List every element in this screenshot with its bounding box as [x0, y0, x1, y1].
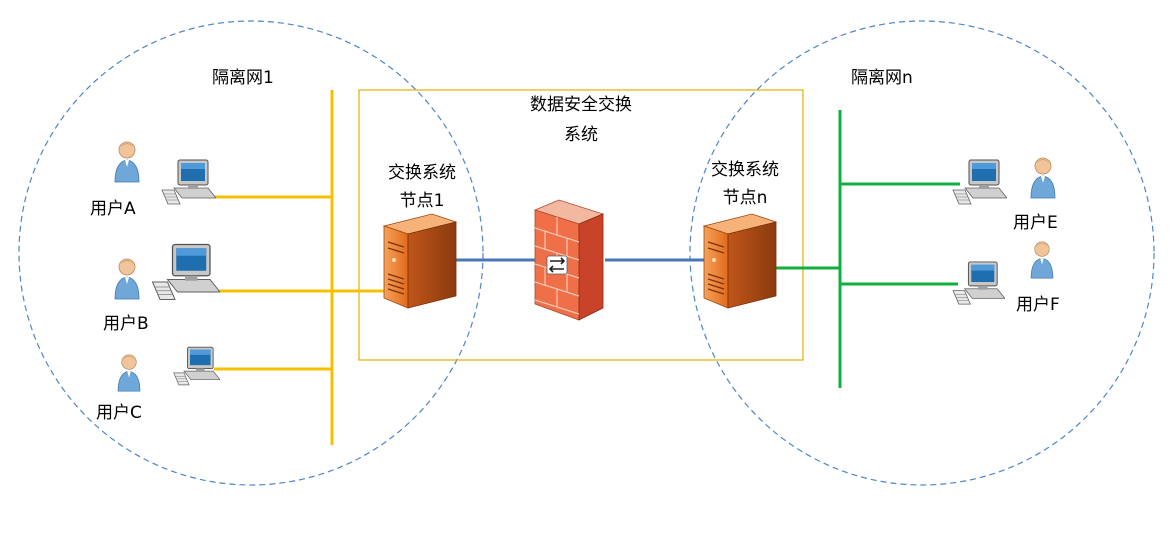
- left-network-title: 隔离网1: [212, 68, 274, 88]
- user-label-f: 用户F: [1016, 295, 1060, 315]
- user-icon: [117, 354, 141, 392]
- user-label-e: 用户E: [1013, 213, 1058, 233]
- noden-label-line2: 节点n: [723, 188, 768, 208]
- user-label-c: 用户C: [96, 403, 142, 423]
- computer-icon: [173, 346, 220, 386]
- right-network-bus: [772, 110, 960, 388]
- node1-label-line2: 节点1: [400, 191, 445, 211]
- exchange-system-box: [358, 89, 804, 361]
- user-icon: [114, 258, 140, 300]
- user-icon: [114, 141, 140, 183]
- noden-label: 交换系统: [711, 160, 779, 180]
- right-network-boundary: [689, 20, 1155, 486]
- user-icon: [1030, 241, 1054, 279]
- left-network-bus: [208, 90, 388, 445]
- firewall-icon: [534, 199, 604, 321]
- computer-icon: [151, 243, 220, 301]
- user-icon: [1030, 157, 1056, 199]
- user-label-a: 用户A: [90, 199, 136, 219]
- server-icon: [703, 213, 777, 309]
- server-icon: [383, 213, 457, 309]
- user-label-b: 用户B: [103, 314, 149, 334]
- right-network-title: 隔离网n: [851, 68, 913, 88]
- computer-icon: [952, 261, 1005, 305]
- left-network-boundary: [18, 20, 484, 486]
- computer-icon: [952, 159, 1007, 205]
- computer-icon: [161, 159, 216, 205]
- exchange-system-title: 数据安全交换: [530, 95, 632, 115]
- node1-label: 交换系统: [388, 163, 456, 183]
- exchange-system-title-line2: 系统: [564, 125, 598, 145]
